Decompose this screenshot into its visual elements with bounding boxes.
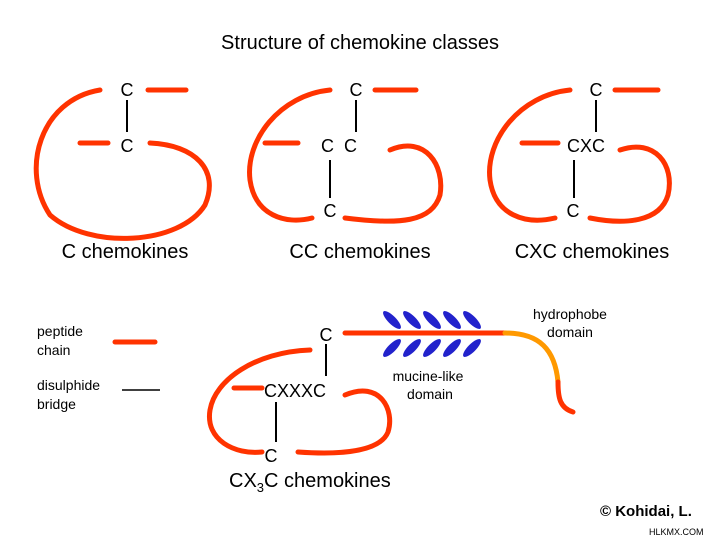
credit-text: © Kohidai, L.: [600, 503, 692, 520]
mucine-domain-label-line1: mucine-like: [393, 368, 464, 384]
c-chemokine-peptide-chain: [33, 87, 212, 241]
cxc-chemokine-mid-cys: CXC: [567, 136, 605, 156]
cx3c-chemokine-structure: C CXXXC C mucine-like domain hydrophobe …: [207, 306, 607, 495]
hydrophobe-domain-label-line1: hydrophobe: [533, 306, 607, 322]
mucine-leaf: [383, 311, 401, 329]
cc-chemokine-structure: C C C C CC chemokines: [247, 80, 444, 263]
mucine-leaf: [463, 339, 481, 357]
cx3c-mucine-domain: [383, 311, 481, 357]
cx3c-intracellular-tail: [555, 379, 576, 415]
cx3c-peptide-chain: [207, 347, 313, 455]
hydrophobe-domain-label-line2: domain: [547, 324, 593, 340]
cx3c-bottom-cys: C: [265, 446, 278, 466]
cx3c-chemokine-label: CX3C chemokines: [229, 470, 391, 495]
c-chemokine-label: C chemokines: [62, 241, 189, 263]
cx3c-label-subscript: 3: [257, 480, 264, 495]
mucine-domain-label-line2: domain: [407, 386, 453, 402]
cxc-chemokine-loop: [587, 144, 672, 224]
mucine-leaf: [403, 339, 421, 357]
diagram-title: Structure of chemokine classes: [221, 32, 499, 54]
cc-chemokine-loop: [342, 143, 444, 224]
cx3c-mid-cys: CXXXC: [264, 381, 326, 401]
cc-chemokine-mid-cys: C C: [321, 136, 357, 156]
cx3c-label-suffix: C chemokines: [264, 470, 391, 492]
c-chemokine-top-cys: C: [121, 80, 134, 100]
legend-peptide-label-line1: peptide: [37, 323, 83, 339]
cc-chemokine-bottom-cys: C: [324, 201, 337, 221]
c-chemokine-mid-cys: C: [121, 136, 134, 156]
cc-chemokine-label: CC chemokines: [289, 241, 430, 263]
cxc-chemokine-bottom-cys: C: [567, 201, 580, 221]
cxc-chemokine-peptide-chain: [487, 87, 573, 223]
cxc-chemokine-label: CXC chemokines: [515, 241, 670, 263]
legend-bridge-label-line2: bridge: [37, 396, 76, 412]
mucine-leaf: [403, 311, 421, 329]
legend: peptide chain disulphide bridge: [37, 323, 160, 412]
legend-peptide-label-line2: chain: [37, 342, 70, 358]
mucine-leaf: [443, 339, 461, 357]
legend-bridge-label-line1: disulphide: [37, 377, 100, 393]
mucine-leaf: [423, 311, 441, 329]
c-chemokine-structure: C C C chemokines: [33, 80, 212, 263]
cc-chemokine-top-cys: C: [350, 80, 363, 100]
cx3c-label-prefix: CX: [229, 470, 257, 492]
mucine-leaf: [463, 311, 481, 329]
mucine-leaf: [383, 339, 401, 357]
cx3c-top-cys: C: [320, 325, 333, 345]
mucine-leaf: [443, 311, 461, 329]
cx3c-hydrophobe-segment: [502, 330, 561, 385]
mucine-leaf: [423, 339, 441, 357]
cxc-chemokine-top-cys: C: [590, 80, 603, 100]
cc-chemokine-peptide-chain: [247, 87, 333, 223]
watermark-text: HLKMX.COM: [649, 527, 704, 537]
cx3c-loop: [295, 388, 393, 456]
cxc-chemokine-structure: C CXC C CXC chemokines: [487, 80, 672, 263]
